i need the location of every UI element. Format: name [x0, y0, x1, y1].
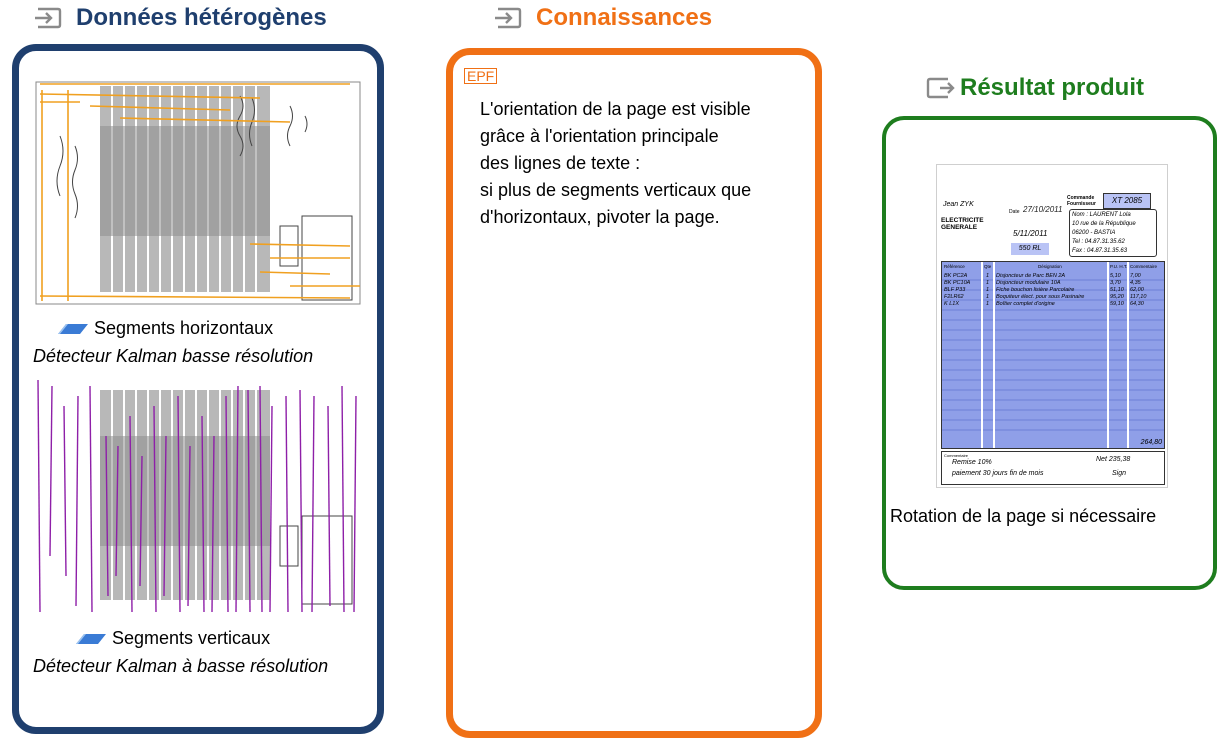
result-caption: Rotation de la page si nécessaire [890, 506, 1157, 526]
doc-delivery: 5/11/2011 [1013, 229, 1048, 238]
doc-sum: Net 235,38 [1096, 456, 1131, 463]
result-document-image: Jean ZYK ELECTRICITE GENERALE Date 27/10… [936, 164, 1168, 488]
header-knowledge-label: Connaissances [536, 4, 713, 31]
doc-total: 264,80 [1140, 439, 1162, 446]
vertical-segments-image [30, 376, 370, 616]
box-with-arrow-out-icon [926, 77, 955, 99]
vertical-caption: Segments verticaux [74, 628, 270, 649]
doc-client-addr2: 06200 - BASTIA [1072, 230, 1116, 236]
doc-fax: Fax : 04.87.31.35.63 [1072, 248, 1128, 254]
doc-cell-ref: BK PC2A [944, 273, 968, 279]
doc-date: 27/10/2011 [1023, 205, 1063, 214]
doc-cell-qty: 1 [986, 273, 990, 279]
horizontal-label: Segments horizontaux [94, 318, 274, 338]
doc-client-addr1: 10 rue de la République [1072, 221, 1136, 227]
doc-cell-ref: K L1X [944, 301, 959, 307]
doc-cell-total: 117,10 [1130, 294, 1147, 300]
knowledge-text: L'orientation de la page est visible grâ… [480, 96, 810, 231]
header-result: Résultat produit [924, 74, 1144, 102]
doc-cell-pu: 95,20 [1110, 294, 1124, 300]
doc-col-qty: Qte [984, 264, 992, 269]
doc-cell-desig: Fiche bouchon lisière Parcolaire [996, 287, 1075, 293]
doc-sign: Sign [1112, 470, 1127, 477]
doc-cell-total: 64,30 [1130, 301, 1144, 307]
doc-cell-ref: BK PC10A [944, 280, 971, 286]
knowledge-line: d'horizontaux, pivoter la page. [480, 207, 720, 227]
doc-tel: Tel : 04.87.31.35.62 [1072, 239, 1125, 245]
doc-client-box: Nom : LAURENT Lola 10 rue de la Républiq… [1069, 209, 1157, 257]
header-result-label: Résultat produit [960, 74, 1144, 101]
doc-note2: paiement 30 jours fin de mois [952, 470, 1044, 477]
horizontal-detector: Détecteur Kalman basse résolution [33, 346, 314, 366]
knowledge-line: grâce à l'orientation principale [480, 126, 719, 146]
knowledge-line: des lignes de texte : [480, 153, 641, 173]
doc-cell-pu: 51,10 [1110, 287, 1124, 293]
doc-notes: Commentaire Remise 10% paiement 30 jours… [941, 451, 1165, 485]
doc-table: Référence Qte Désignation P.U. H.T. Comm… [941, 261, 1165, 449]
doc-col-total: Commentaire [1130, 264, 1158, 269]
vertical-detector: Détecteur Kalman à basse résolution [33, 656, 329, 676]
doc-cell-total: 7,00 [1130, 273, 1141, 279]
doc-cell-pu: 5,10 [1110, 273, 1121, 279]
doc-col-ref: Référence [944, 264, 965, 269]
arrow-into-box-icon [495, 7, 522, 29]
doc-cell-qty: 1 [986, 301, 990, 307]
doc-cell-pu: 59,10 [1110, 301, 1124, 307]
doc-name: Jean ZYK [943, 201, 974, 208]
blue-segment-icon [76, 633, 106, 644]
doc-cell-ref: F2LR62 [944, 294, 964, 300]
epf-badge: EPF [464, 68, 498, 84]
doc-cell-desig: Boquiteur élect. pour sous Pasinaire [996, 294, 1085, 300]
doc-date-label: Date [1009, 209, 1020, 215]
horizontal-segments-image [30, 76, 370, 312]
knowledge-line: si plus de segments verticaux que [480, 180, 752, 200]
doc-cell-desig: Boîtier complet d'origine [996, 301, 1055, 307]
doc-col-pu: P.U. H.T. [1110, 264, 1128, 269]
doc-cell-qty: 1 [986, 287, 990, 293]
arrow-into-box-icon [35, 7, 62, 29]
header-data-label: Données hétérogènes [76, 4, 327, 31]
horizontal-caption: Segments horizontaux [56, 318, 273, 339]
doc-cell-desig: Disjoncteur de Parc BEN 2A [996, 273, 1066, 279]
result-panel [882, 116, 1217, 590]
doc-note-label: Commentaire [944, 453, 969, 458]
doc-order-label: Commande Fournisseur [1067, 195, 1096, 207]
blue-segment-icon [58, 323, 88, 334]
doc-cell-ref: BLF P33 [944, 287, 966, 293]
doc-company: ELECTRICITE GENERALE [941, 217, 984, 231]
doc-cell-qty: 1 [986, 280, 990, 286]
knowledge-line: L'orientation de la page est visible [480, 99, 751, 119]
doc-cell-desig: Disjoncteur modulaire 10A [996, 280, 1061, 286]
doc-note1: Remise 10% [952, 459, 992, 466]
header-knowledge: Connaissances [494, 4, 712, 32]
doc-cell-pu: 3,70 [1110, 280, 1121, 286]
vertical-label: Segments verticaux [112, 628, 271, 648]
doc-client-name: Nom : LAURENT Lola [1072, 212, 1131, 218]
doc-order: XT 2085 [1103, 193, 1151, 209]
doc-ref: 550 RL [1011, 243, 1049, 255]
doc-cell-total: 4,35 [1130, 280, 1141, 286]
header-data: Données hétérogènes [34, 4, 327, 32]
doc-col-desig: Désignation [1038, 264, 1062, 269]
doc-cell-total: 62,00 [1130, 287, 1144, 293]
doc-cell-qty: 1 [986, 294, 990, 300]
